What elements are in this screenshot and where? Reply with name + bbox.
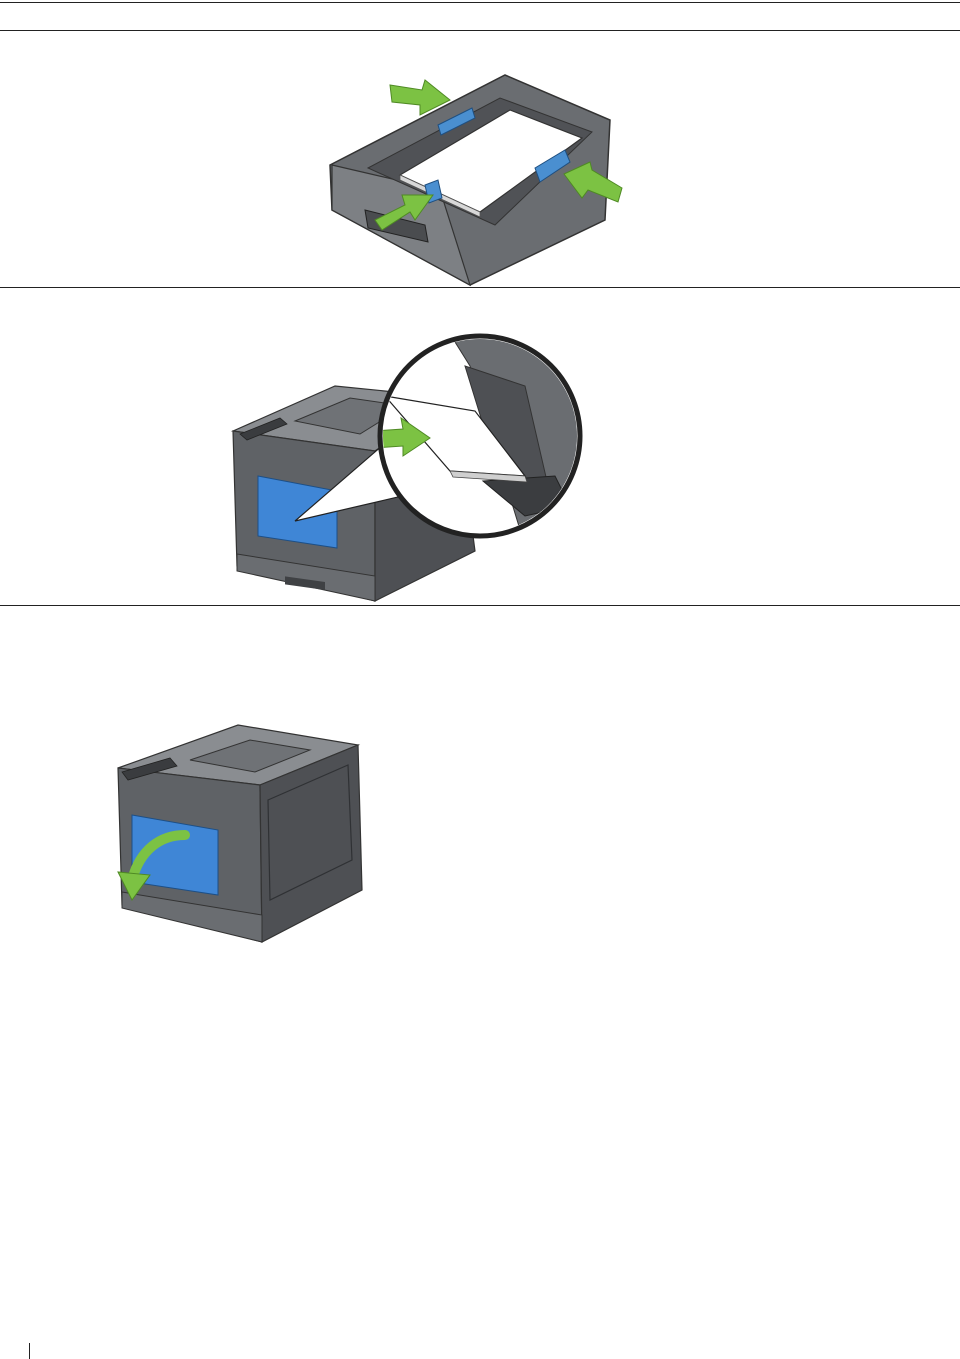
printer-mpf-load-figure	[225, 326, 585, 606]
printer-mpf-close-figure	[110, 720, 370, 945]
footer-marker	[29, 1343, 30, 1359]
paper-tray-figure	[320, 70, 640, 290]
top-rule	[0, 2, 960, 3]
table-rule-1	[0, 30, 960, 31]
